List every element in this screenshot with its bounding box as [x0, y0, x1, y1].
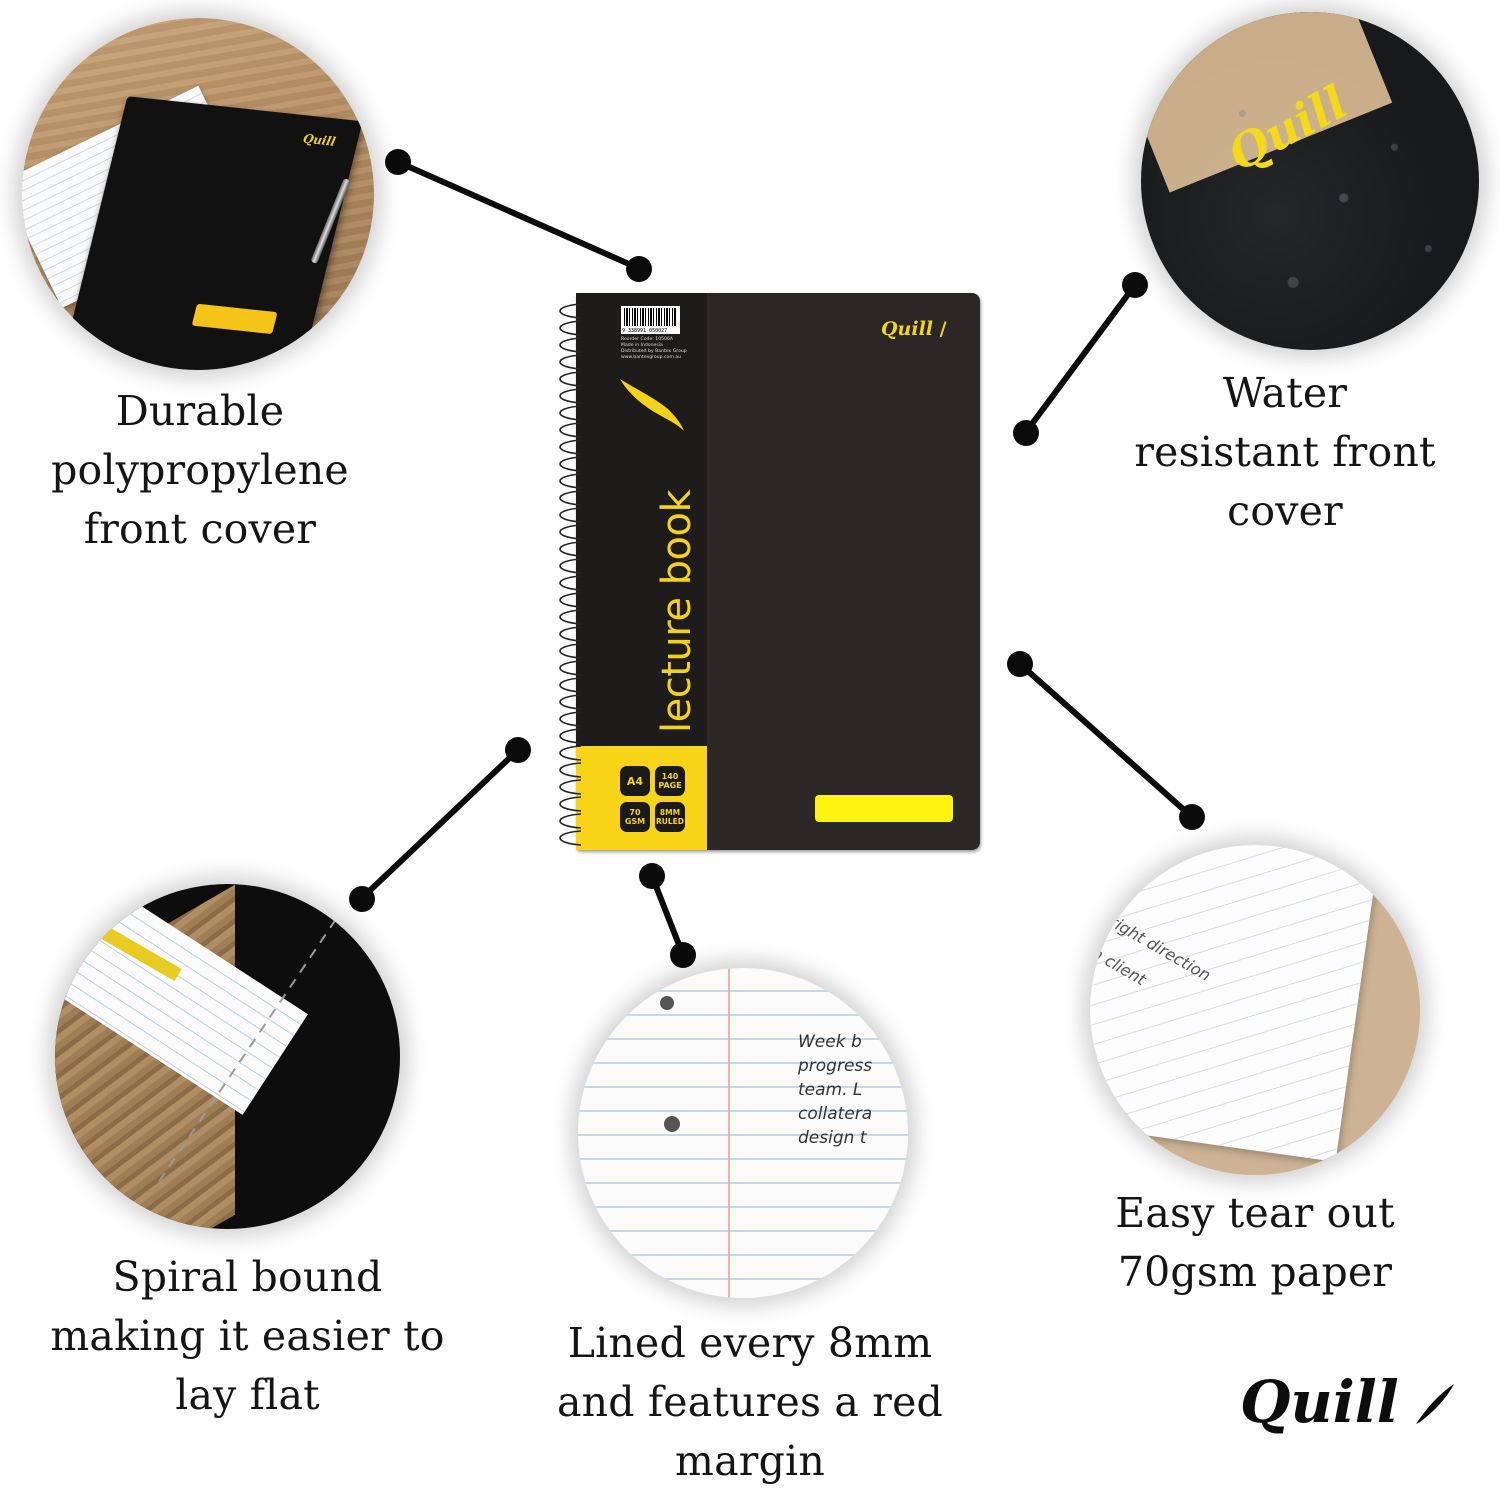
cover-logo: Quill — [301, 131, 338, 149]
cover-meta: Reorder Code: 10506A Made in Indonesia D… — [621, 337, 687, 360]
photo-durable-cover: Quill — [22, 18, 374, 370]
spiral-binding — [559, 303, 582, 846]
photo-water-resistant: Quill — [1141, 12, 1479, 350]
badge-size: A4 — [620, 766, 650, 796]
connector-dot — [349, 886, 375, 912]
notebook-cover: 9 338991 050027 Reorder Code: 10506A Mad… — [576, 293, 980, 850]
connector-dot — [1013, 420, 1039, 446]
quill-feather-icon — [1416, 1384, 1454, 1424]
barcode: 9 338991 050027 — [621, 306, 680, 334]
photo-spiral-bound — [55, 884, 400, 1229]
feather-icon — [620, 379, 684, 431]
cover-quill-logo: Quill / — [881, 318, 947, 340]
connector-dot — [670, 942, 696, 968]
connector-dot — [1007, 651, 1033, 677]
connector-dot — [1179, 804, 1205, 830]
connector-dot — [626, 256, 652, 282]
cover-name-label — [815, 795, 953, 822]
connector-dot — [385, 149, 411, 175]
cover-title: lecture book — [654, 489, 700, 733]
connector-dot — [639, 863, 665, 889]
red-margin-line — [728, 968, 730, 1298]
brand-logo: Quill — [1240, 1368, 1399, 1436]
cover-label — [191, 303, 278, 335]
connector-dot — [1122, 272, 1148, 298]
connector-dot — [505, 737, 531, 763]
